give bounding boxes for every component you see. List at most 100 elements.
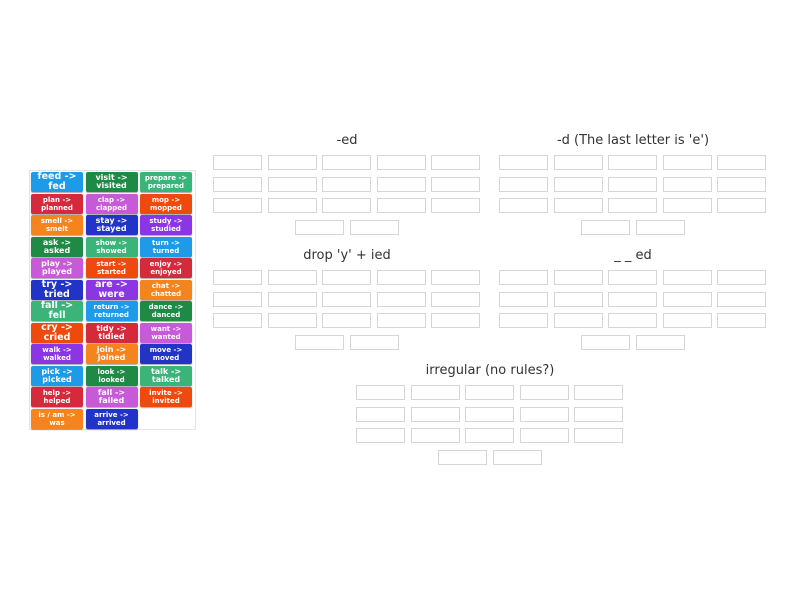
drop-slot[interactable] bbox=[356, 385, 405, 400]
drop-slot[interactable] bbox=[431, 198, 480, 213]
drop-slot[interactable] bbox=[717, 313, 766, 328]
drop-slot[interactable] bbox=[465, 428, 514, 443]
drop-slot[interactable] bbox=[574, 428, 623, 443]
drop-slot[interactable] bbox=[376, 176, 426, 192]
drop-slot[interactable] bbox=[431, 155, 480, 170]
drop-slot[interactable] bbox=[322, 198, 371, 213]
drop-slot[interactable] bbox=[322, 313, 371, 328]
word-tile[interactable]: want -> wanted bbox=[140, 322, 192, 343]
drop-slot[interactable] bbox=[717, 198, 766, 213]
drop-slot[interactable] bbox=[267, 291, 317, 307]
drop-slot[interactable] bbox=[431, 176, 480, 192]
word-tile[interactable]: arrive -> arrived bbox=[85, 408, 138, 429]
drop-slot[interactable] bbox=[662, 198, 712, 213]
drop-slot[interactable] bbox=[349, 219, 399, 235]
drop-slot[interactable] bbox=[376, 270, 426, 285]
drop-slot[interactable] bbox=[519, 406, 569, 422]
drop-slot[interactable] bbox=[635, 334, 685, 350]
drop-slot[interactable] bbox=[608, 176, 657, 192]
drop-slot[interactable] bbox=[356, 428, 405, 443]
drop-slot[interactable] bbox=[499, 176, 548, 192]
drop-slot[interactable] bbox=[349, 334, 399, 350]
drop-slot[interactable] bbox=[376, 313, 426, 328]
drop-slot[interactable] bbox=[322, 270, 371, 285]
drop-slot[interactable] bbox=[581, 334, 630, 350]
word-tile[interactable]: cry -> cried bbox=[31, 322, 83, 343]
word-tile[interactable]: show -> showed bbox=[85, 236, 138, 257]
drop-slot[interactable] bbox=[553, 198, 603, 213]
drop-slot[interactable] bbox=[717, 291, 766, 307]
drop-slot[interactable] bbox=[213, 291, 262, 307]
drop-slot[interactable] bbox=[465, 385, 514, 400]
word-tile[interactable]: mop -> mopped bbox=[140, 193, 192, 214]
drop-slot[interactable] bbox=[322, 291, 371, 307]
drop-slot[interactable] bbox=[267, 313, 317, 328]
drop-slot[interactable] bbox=[553, 176, 603, 192]
word-tile[interactable]: chat -> chatted bbox=[140, 279, 192, 300]
drop-slot[interactable] bbox=[295, 334, 344, 350]
word-tile[interactable]: turn -> turned bbox=[140, 236, 192, 257]
word-tile[interactable]: visit -> visited bbox=[85, 172, 138, 192]
drop-slot[interactable] bbox=[608, 313, 657, 328]
drop-slot[interactable] bbox=[410, 428, 460, 443]
drop-slot[interactable] bbox=[608, 198, 657, 213]
drop-slot[interactable] bbox=[717, 270, 766, 285]
word-tile[interactable]: prepare -> prepared bbox=[140, 172, 192, 192]
drop-slot[interactable] bbox=[519, 385, 569, 400]
word-tile[interactable]: stay -> stayed bbox=[85, 215, 138, 235]
word-tile[interactable]: return -> returned bbox=[85, 301, 138, 321]
drop-slot[interactable] bbox=[322, 155, 371, 170]
drop-slot[interactable] bbox=[295, 219, 344, 235]
drop-slot[interactable] bbox=[499, 198, 548, 213]
drop-slot[interactable] bbox=[553, 291, 603, 307]
word-tile[interactable]: clap -> clapped bbox=[85, 193, 138, 214]
drop-slot[interactable] bbox=[376, 291, 426, 307]
word-tile[interactable]: are -> were bbox=[85, 279, 138, 300]
drop-slot[interactable] bbox=[553, 270, 603, 285]
drop-slot[interactable] bbox=[499, 155, 548, 170]
drop-slot[interactable] bbox=[662, 291, 712, 307]
drop-slot[interactable] bbox=[717, 176, 766, 192]
word-tile[interactable]: fall -> failed bbox=[85, 387, 138, 407]
drop-slot[interactable] bbox=[213, 198, 262, 213]
drop-slot[interactable] bbox=[553, 155, 603, 170]
drop-slot[interactable] bbox=[431, 270, 480, 285]
word-tile[interactable]: walk -> walked bbox=[31, 344, 83, 364]
word-tile[interactable]: fall -> fell bbox=[31, 301, 83, 321]
drop-slot[interactable] bbox=[608, 291, 657, 307]
drop-slot[interactable] bbox=[267, 176, 317, 192]
drop-slot[interactable] bbox=[213, 270, 262, 285]
drop-slot[interactable] bbox=[492, 449, 542, 465]
word-tile[interactable]: invite -> invited bbox=[140, 387, 192, 407]
drop-slot[interactable] bbox=[356, 406, 405, 422]
drop-slot[interactable] bbox=[213, 155, 262, 170]
drop-slot[interactable] bbox=[431, 313, 480, 328]
drop-slot[interactable] bbox=[376, 155, 426, 170]
word-tile[interactable]: move -> moved bbox=[140, 344, 192, 364]
drop-slot[interactable] bbox=[322, 176, 371, 192]
drop-slot[interactable] bbox=[213, 313, 262, 328]
drop-slot[interactable] bbox=[717, 155, 766, 170]
word-tile[interactable]: pick -> picked bbox=[31, 365, 83, 386]
drop-slot[interactable] bbox=[438, 449, 487, 465]
word-tile[interactable]: ask -> asked bbox=[31, 236, 83, 257]
drop-slot[interactable] bbox=[635, 219, 685, 235]
drop-slot[interactable] bbox=[519, 428, 569, 443]
drop-slot[interactable] bbox=[553, 313, 603, 328]
drop-slot[interactable] bbox=[465, 406, 514, 422]
word-tile[interactable]: play -> played bbox=[31, 258, 83, 278]
word-tile[interactable]: help -> helped bbox=[31, 387, 83, 407]
word-tile[interactable]: look -> looked bbox=[85, 365, 138, 386]
word-tile[interactable]: enjoy -> enjoyed bbox=[140, 258, 192, 278]
drop-slot[interactable] bbox=[662, 313, 712, 328]
word-tile[interactable]: join -> joined bbox=[85, 344, 138, 364]
drop-slot[interactable] bbox=[376, 198, 426, 213]
word-tile[interactable]: dance -> danced bbox=[140, 301, 192, 321]
drop-slot[interactable] bbox=[267, 155, 317, 170]
word-tile[interactable]: study -> studied bbox=[140, 215, 192, 235]
drop-slot[interactable] bbox=[574, 385, 623, 400]
word-tile[interactable]: smell -> smelt bbox=[31, 215, 83, 235]
word-tile[interactable]: start -> started bbox=[85, 258, 138, 278]
drop-slot[interactable] bbox=[499, 313, 548, 328]
drop-slot[interactable] bbox=[581, 219, 630, 235]
